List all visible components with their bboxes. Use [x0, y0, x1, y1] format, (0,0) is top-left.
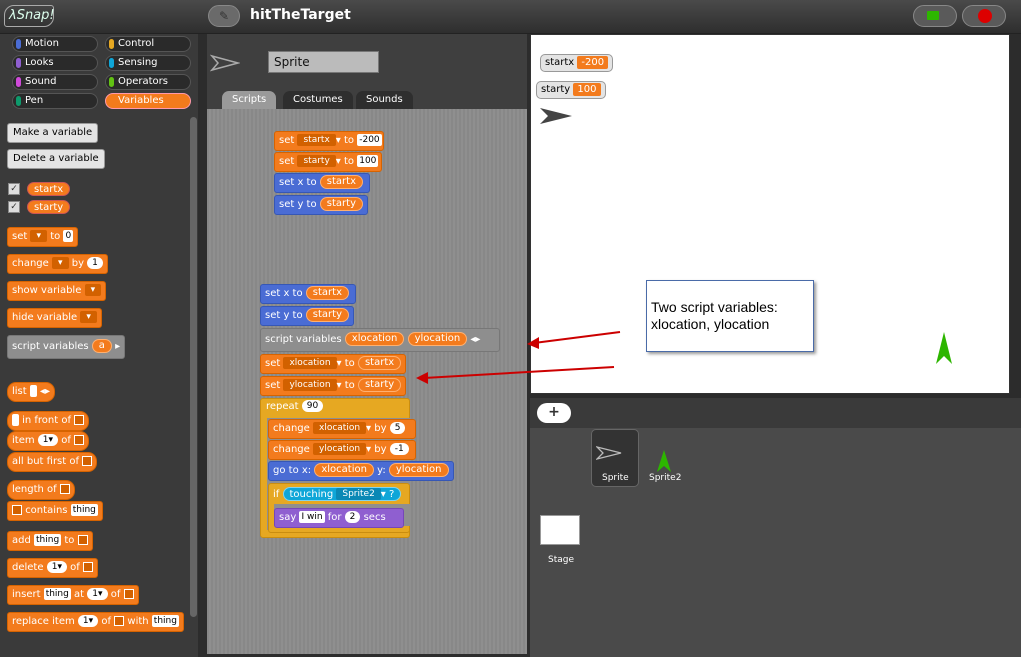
category-variables[interactable]: Variables: [105, 93, 191, 109]
set-x-block[interactable]: set x to startx: [260, 284, 356, 304]
insert-block[interactable]: insert thing at 1▾ of: [7, 585, 139, 605]
make-variable-button[interactable]: Make a variable: [7, 123, 99, 143]
palette-scrollbar[interactable]: [190, 117, 197, 617]
show-variable-block[interactable]: show variable ▾: [7, 281, 107, 301]
contains-block[interactable]: contains thing: [7, 501, 103, 521]
set-ylocation-block[interactable]: set ylocation▾ to starty: [260, 376, 406, 396]
project-title: hitTheTarget: [250, 7, 351, 23]
startx-watcher[interactable]: startx -200: [540, 54, 614, 72]
sprite2-thumb-icon[interactable]: [656, 449, 672, 473]
annotation-note: Two script variables:xlocation, ylocatio…: [646, 280, 814, 352]
pencil-icon: ✎: [218, 9, 230, 23]
sprite-arrow-icon[interactable]: [538, 106, 574, 126]
tab-sounds[interactable]: Sounds: [356, 91, 413, 109]
stage-label: Stage: [548, 555, 575, 565]
tab-costumes[interactable]: Costumes: [283, 91, 353, 109]
item-of-block[interactable]: item 1▾ of: [7, 431, 90, 451]
startx-watcher-checkbox[interactable]: ✓: [8, 183, 20, 195]
repeat-label: repeat 90: [266, 400, 324, 412]
snap-logo[interactable]: λSnap!: [4, 5, 55, 27]
add-to-list-block[interactable]: add thing to: [7, 531, 93, 551]
delete-variable-button[interactable]: Delete a variable: [7, 149, 105, 169]
add-sprite-button[interactable]: +: [537, 403, 571, 423]
set-xlocation-block[interactable]: set xlocation▾ to startx: [260, 354, 406, 374]
change-ylocation-block[interactable]: change ylocation▾ by -1: [268, 440, 416, 460]
in-front-of-block[interactable]: in front of: [7, 411, 90, 431]
script-variables-block[interactable]: script variables a ▸: [7, 335, 126, 359]
sprite-thumb-icon: [596, 446, 622, 460]
category-control[interactable]: Control: [105, 36, 191, 52]
change-xlocation-block[interactable]: change xlocation▾ by 5: [268, 419, 416, 439]
category-operators[interactable]: Operators: [105, 74, 191, 90]
starty-watcher-checkbox[interactable]: ✓: [8, 201, 20, 213]
length-of-block[interactable]: length of: [7, 480, 75, 500]
replace-item-block[interactable]: replace item 1▾ of with thing: [7, 612, 184, 632]
category-looks[interactable]: Looks: [12, 55, 98, 71]
say-for-secs-block[interactable]: say I win for 2 secs: [274, 508, 404, 528]
all-but-first-block[interactable]: all but first of: [7, 452, 98, 472]
stop-button[interactable]: [962, 5, 1006, 27]
set-y-block[interactable]: set y to starty: [274, 195, 368, 215]
change-variable-block[interactable]: change ▾ by 1: [7, 254, 108, 274]
category-sound[interactable]: Sound: [12, 74, 98, 90]
sprite-thumbnail-icon: [210, 54, 240, 72]
green-flag-icon: [927, 11, 939, 20]
set-x-block[interactable]: set x to startx: [274, 173, 370, 193]
green-flag-button[interactable]: [913, 5, 957, 27]
corral-toolbar: [530, 398, 1021, 428]
annotation-arrows: [416, 331, 621, 384]
sprite2-arrow-icon[interactable]: [934, 330, 954, 366]
category-pen[interactable]: Pen: [12, 93, 98, 109]
script-variables-block[interactable]: script variables xlocation ylocation ◂▸: [260, 328, 500, 352]
sprite-label: Sprite: [602, 473, 629, 483]
category-motion[interactable]: Motion: [12, 36, 98, 52]
set-variable-block[interactable]: set ▾ to 0: [7, 227, 79, 247]
delete-from-list-block[interactable]: delete 1▾ of: [7, 558, 98, 578]
sprite2-label: Sprite2: [649, 473, 682, 483]
go-to-xy-block[interactable]: go to x: xlocation y: ylocation: [268, 461, 454, 481]
set-y-block[interactable]: set y to starty: [260, 306, 354, 326]
list-block[interactable]: list ◂▸: [7, 382, 55, 402]
category-sensing[interactable]: Sensing: [105, 55, 191, 71]
set-startx-block[interactable]: set startx▾ to -200: [274, 131, 384, 151]
edit-project-button[interactable]: ✎: [208, 5, 240, 27]
top-bar: [0, 0, 1021, 34]
stop-icon: [978, 9, 992, 23]
stage-thumbnail[interactable]: [540, 515, 580, 545]
plus-icon: +: [548, 404, 560, 420]
if-label: if touching Sprite2▾ ?: [273, 487, 402, 501]
starty-variable-block[interactable]: starty: [27, 200, 71, 214]
tab-scripts[interactable]: Scripts: [222, 91, 277, 109]
set-starty-block[interactable]: set starty▾ to 100: [274, 152, 382, 172]
startx-variable-block[interactable]: startx: [27, 182, 71, 196]
sprite-name-field[interactable]: Sprite: [268, 51, 379, 73]
hide-variable-block[interactable]: hide variable ▾: [7, 308, 102, 328]
starty-watcher[interactable]: starty 100: [536, 81, 606, 99]
